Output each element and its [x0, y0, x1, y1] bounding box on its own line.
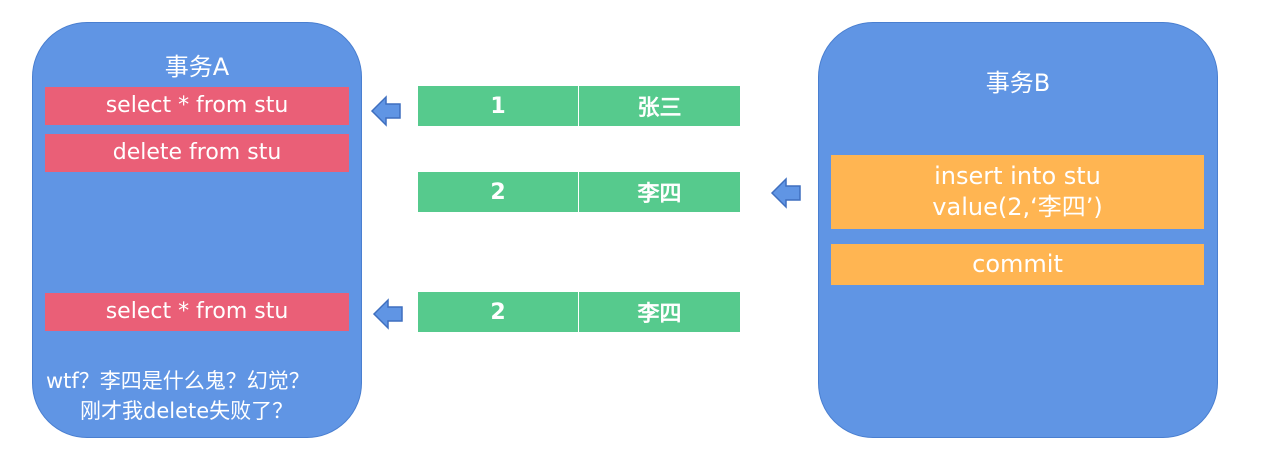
insert-line-1: insert into stu: [934, 162, 1101, 190]
transaction-b-title: 事务B: [985, 69, 1051, 97]
transaction-a-title: 事务A: [164, 53, 230, 81]
data-row-2: 2 李四: [418, 172, 740, 212]
row-name-cell: 李四: [578, 172, 740, 212]
query-select-2: select * from stu: [45, 293, 349, 331]
commit-statement: commit: [831, 244, 1204, 285]
arrow-left-icon: [372, 298, 403, 330]
confusion-note-line2: 刚才我delete失败了？: [80, 399, 294, 423]
arrow-left-icon: [770, 177, 801, 209]
confusion-note-line1: wtf？李四是什么鬼？幻觉？: [46, 369, 310, 393]
row-id-cell: 2: [418, 172, 578, 212]
insert-line-2: value(2,‘李四’): [932, 193, 1103, 221]
data-row-1: 1 张三: [418, 86, 740, 126]
insert-statement: insert into stu value(2,‘李四’): [831, 155, 1204, 229]
data-row-3: 2 李四: [418, 292, 740, 332]
query-delete: delete from stu: [45, 134, 349, 172]
row-id-cell: 1: [418, 86, 578, 126]
row-name-cell: 张三: [578, 86, 740, 126]
row-name-cell: 李四: [578, 292, 740, 332]
transaction-b-panel: 事务B: [818, 22, 1218, 438]
query-select-1: select * from stu: [45, 87, 349, 125]
arrow-left-icon: [370, 95, 401, 127]
row-id-cell: 2: [418, 292, 578, 332]
